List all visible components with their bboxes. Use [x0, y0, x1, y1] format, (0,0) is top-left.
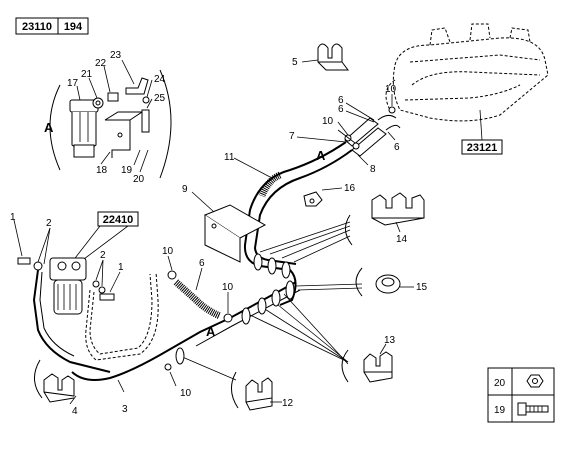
- callout-5: 5: [292, 57, 298, 68]
- legend-row-0-number: 20: [494, 378, 506, 389]
- nut-icon: [526, 374, 544, 388]
- callout-8: 8: [370, 164, 376, 175]
- clip-12: 12: [231, 371, 294, 411]
- callout-10d: 10: [222, 282, 234, 293]
- callout-2b: 2: [100, 250, 106, 261]
- callout-13: 13: [384, 335, 396, 346]
- callout-10e: 10: [180, 388, 192, 399]
- callout-4: 4: [72, 406, 78, 417]
- header-ref-b: 194: [64, 21, 83, 33]
- legend-table: 20 19: [487, 367, 555, 423]
- clip-4: 4: [34, 359, 78, 417]
- callout-10a: 10: [385, 84, 397, 95]
- callout-12: 12: [282, 398, 294, 409]
- legend-row-1-number: 19: [494, 405, 506, 416]
- callout-17: 17: [67, 78, 79, 89]
- clip-leader-lines: [179, 221, 363, 381]
- callout-20: 20: [133, 174, 145, 185]
- callout-15: 15: [416, 282, 428, 293]
- callout-21: 21: [81, 69, 93, 80]
- detail-a-marker: A: [44, 120, 54, 135]
- callout-25: 25: [154, 93, 166, 104]
- callout-16: 16: [344, 183, 356, 194]
- callout-2a: 2: [46, 218, 52, 229]
- callout-6d: 6: [199, 258, 205, 269]
- callout-6c: 6: [394, 142, 400, 153]
- callout-3: 3: [122, 404, 128, 415]
- tank-assembly: 23121: [385, 23, 549, 155]
- clip-5: 5: [292, 43, 349, 71]
- callout-22: 22: [95, 58, 107, 69]
- callout-10b: 10: [322, 116, 334, 127]
- tank-ref-box: 23121: [467, 142, 498, 154]
- view-marker-a-lower: A: [206, 324, 216, 339]
- grommet-15: 15: [355, 267, 428, 297]
- clip-16: 16: [303, 183, 356, 207]
- hose-6-middle: 6 10 10 A: [162, 246, 234, 339]
- lower-pipe-run: 10 3: [71, 253, 301, 415]
- view-marker-a-upper: A: [316, 148, 326, 163]
- callout-19: 19: [121, 165, 133, 176]
- callout-7: 7: [289, 131, 295, 142]
- callout-11: 11: [224, 152, 235, 163]
- upper-hose-connections: 6 6 6 10 10 7 8 A: [289, 84, 401, 175]
- callout-1b: 1: [118, 262, 124, 273]
- bracket-9: 9: [182, 184, 267, 263]
- callout-14: 14: [396, 234, 408, 245]
- callout-10c: 10: [162, 246, 174, 257]
- callout-1a: 1: [10, 212, 16, 223]
- callout-6b: 6: [338, 104, 344, 115]
- clip-13: 13: [341, 335, 396, 383]
- header-reference: 23110 194: [15, 17, 89, 35]
- callout-9: 9: [182, 184, 188, 195]
- callout-6a: 6: [338, 95, 344, 106]
- callout-23: 23: [110, 50, 122, 61]
- clip-14: 14: [345, 192, 425, 246]
- detail-a-filter-parts: A 17 21 22 23 24 25 18 19: [44, 50, 172, 185]
- filter-ref-box: 22410: [103, 214, 134, 226]
- callout-24: 24: [154, 74, 166, 85]
- callout-18: 18: [96, 165, 108, 176]
- filter-assembly: 22410 1 1 2 2: [10, 211, 159, 373]
- bolt-icon: [517, 402, 549, 416]
- header-ref-a: 23110: [22, 21, 52, 33]
